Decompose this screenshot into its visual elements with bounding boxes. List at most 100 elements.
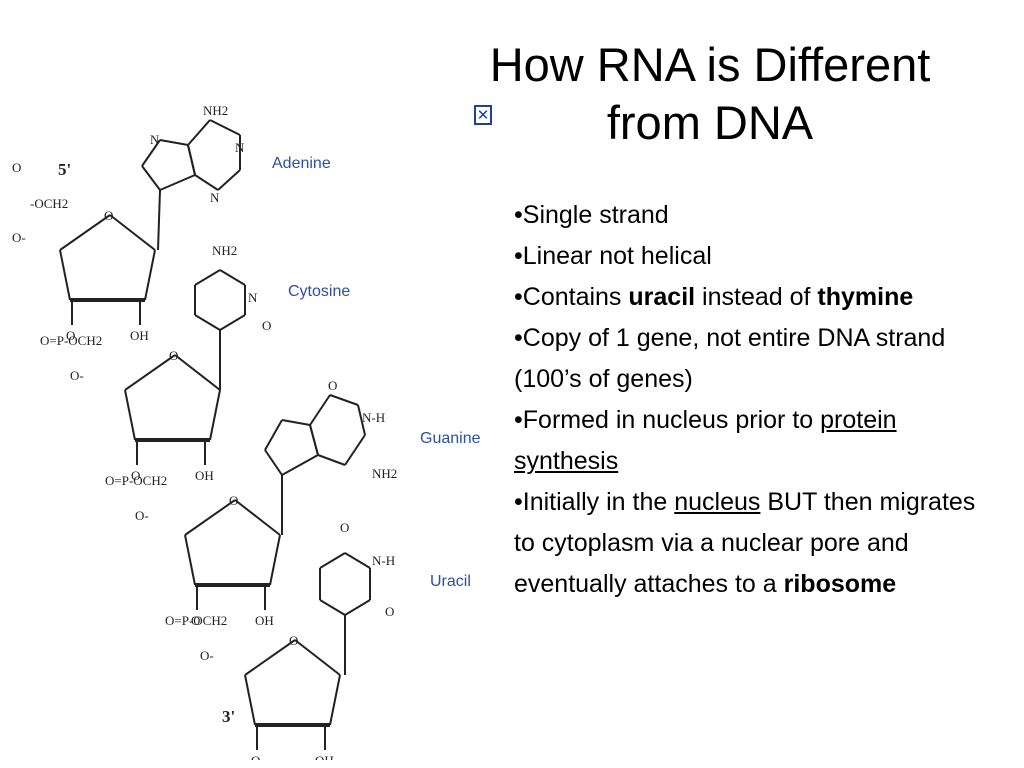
rna-strand-diagram: O-OCH2O-OOHONH2NNNO=P-OCH2O-OOHONH2NOO=P… [12,103,481,760]
bullet-item: •Copy of 1 gene, not entire DNA strand (… [514,318,984,400]
bullet-marker: • [514,201,523,229]
phosphate-label: O=P-OCH2 [105,473,167,488]
bond-line [217,169,241,191]
bond-line [319,599,346,616]
bond-line [219,269,246,286]
carbonyl-label: O [385,604,394,619]
phosphate-oxygen-label: O [66,328,75,343]
nitrogen-label: N-H [372,553,395,568]
nitrogen-label: N [210,190,220,205]
bond-line [234,499,281,536]
bullet-text: Contains [522,283,629,311]
bond-line [187,119,211,146]
bond-line [124,354,176,391]
bond-line [194,269,221,286]
bond-line [317,454,346,466]
bullet-marker: • [514,283,523,311]
bond-line [141,165,161,191]
close-x-icon: ✕ [476,105,490,124]
bond-line [264,449,283,476]
bond-line [344,434,366,466]
bullet-text: Initially in the [522,488,675,516]
ring-oxygen-label: O [289,633,298,648]
underlined-term: protein synthesis [514,406,897,475]
phosphate-oxygen-label: O [251,753,260,760]
bond-line [329,394,359,406]
bullet-text: Copy of 1 gene, not entire DNA strand (1… [514,324,946,393]
bond-line [159,174,196,191]
phosphate-oxygen-label: O- [12,230,26,245]
carbonyl-label: O [340,520,349,535]
bullet-text: Linear not helical [522,242,712,270]
three-prime-label: 3' [222,707,235,726]
phosphate-oxygen-label: O [131,468,140,483]
slide-title: How RNA is Different from DNA [450,36,970,152]
bold-term: thymine [817,283,914,311]
ring-oxygen-label: O [104,208,113,223]
bullet-text: instead of [695,283,818,311]
bond-line [109,214,156,251]
bullet-item: •Single strand [514,195,984,236]
cytosine-label: Cytosine [288,283,350,300]
bond-line [194,174,219,191]
bold-term: ribosome [783,570,897,598]
bullet-item: •Contains uracil instead of thymine [514,277,984,318]
amine-label: NH2 [203,103,228,118]
adenine-label: Adenine [272,155,331,172]
phosphate-oxygen-label: O- [135,508,149,523]
bond-line [329,674,341,726]
hydroxyl-label: OH [195,468,214,483]
broken-image-icon: ✕ [474,105,492,125]
bond-line [194,314,221,331]
bond-line [209,389,221,441]
carbonyl-label: O [262,318,271,333]
bullet-item: •Formed in nucleus prior to protein synt… [514,400,984,482]
five-prime-label: 5' [58,160,71,179]
bond-line [357,404,366,436]
bond-line [144,249,156,301]
hydroxyl-label: OH [255,613,274,628]
phosphate-label: O=P-OCH2 [40,333,102,348]
bond-line [309,424,319,456]
ring-oxygen-label: O [229,493,238,508]
bond-line [309,394,331,426]
phosphate-label: O=P-OCH2 [165,613,227,628]
bond-line [157,189,161,251]
bond-line [184,534,196,586]
bond-line [59,249,71,301]
title-line-2: from DNA [606,96,814,149]
amine-label: NH2 [372,466,397,481]
ring-oxygen-label: O [169,348,178,363]
bond-line [59,214,111,251]
underlined-term: nucleus [674,488,761,516]
bond-line [269,534,281,586]
phosphate-oxygen-label: O [191,613,200,628]
nitrogen-label: N [150,132,160,147]
bond-line [244,639,296,676]
nitrogen-label: N [235,140,245,155]
bullet-text: BUT then migrates to cytoplasm via a nuc… [514,488,976,598]
nitrogen-label: N [248,290,258,305]
hydroxyl-label: OH [315,753,334,760]
bullet-marker: • [514,324,523,352]
bullet-text: Formed in nucleus prior to [522,406,821,434]
bullet-item: •Initially in the nucleus BUT then migra… [514,482,984,605]
bullet-marker: • [514,406,523,434]
bond-line [281,454,319,476]
title-line-1: How RNA is Different [489,38,931,91]
amine-label: NH2 [212,243,237,258]
phosphate-oxygen-label: O [12,160,21,175]
guanine-label: Guanine [420,430,481,447]
bond-line [124,389,136,441]
bold-term: uracil [628,283,696,311]
bond-line [344,599,371,616]
bullet-marker: • [514,242,523,270]
bond-line [281,419,311,426]
bond-line [159,139,189,146]
bullet-list: •Single strand•Linear not helical•Contai… [514,195,984,605]
carbonyl-label: O [328,378,337,393]
bond-line [319,552,346,569]
uracil-label: Uracil [430,573,471,590]
